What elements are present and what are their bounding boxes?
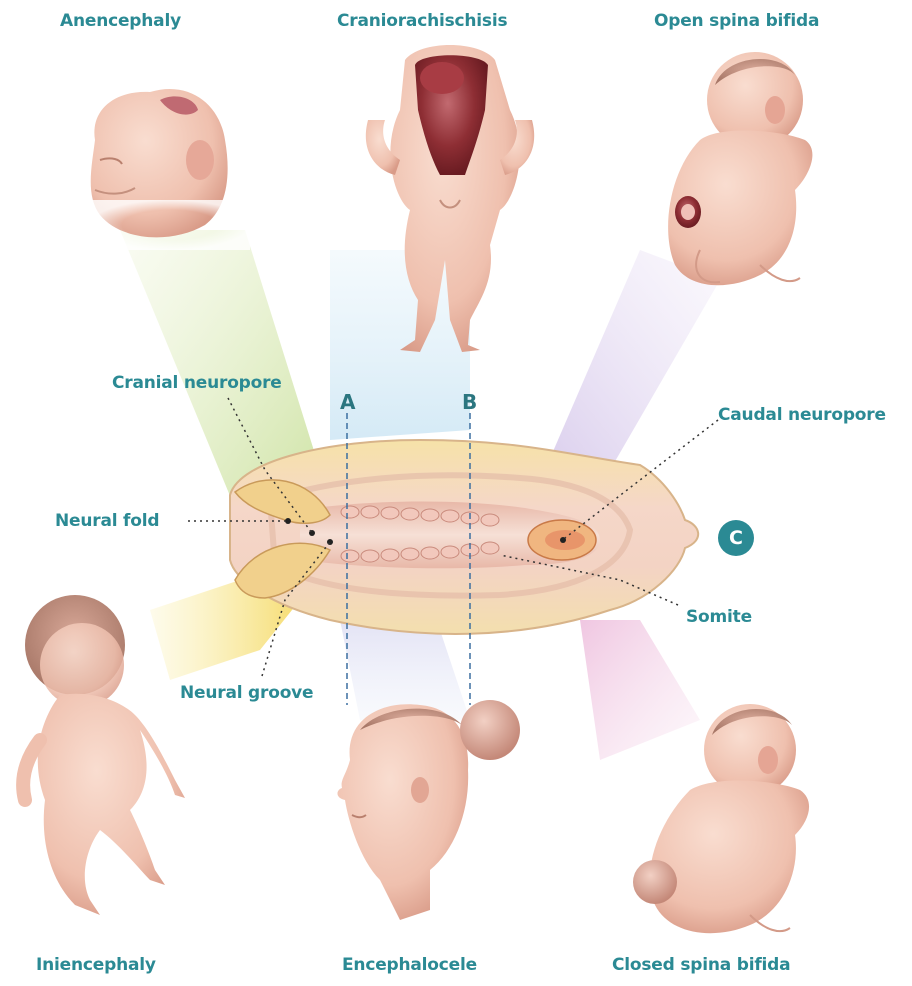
section-marker-c: C xyxy=(718,520,754,556)
label-iniencephaly: Iniencephaly xyxy=(36,955,156,975)
label-closed-spina-bifida: Closed spina bifida xyxy=(612,955,790,975)
section-marker-b: B xyxy=(462,390,477,414)
open-spina-bifida-illustration xyxy=(668,52,812,285)
label-somite: Somite xyxy=(686,607,752,627)
embryo-illustration xyxy=(230,440,698,634)
anencephaly-illustration xyxy=(90,89,250,250)
beam-closed-spina-bifida xyxy=(580,620,700,760)
label-cranial-neuropore: Cranial neuropore xyxy=(112,373,282,393)
beam-open-spina-bifida xyxy=(545,250,720,470)
label-caudal-neuropore: Caudal neuropore xyxy=(718,405,886,425)
section-marker-a: A xyxy=(340,390,355,414)
label-open-spina-bifida: Open spina bifida xyxy=(654,11,819,31)
label-craniorachischisis: Craniorachischisis xyxy=(337,11,507,31)
label-anencephaly: Anencephaly xyxy=(60,11,181,31)
label-neural-groove: Neural groove xyxy=(180,683,313,703)
label-encephalocele: Encephalocele xyxy=(342,955,477,975)
label-neural-fold: Neural fold xyxy=(55,511,159,531)
encephalocele-illustration xyxy=(337,700,520,920)
closed-spina-bifida-illustration xyxy=(633,704,809,933)
